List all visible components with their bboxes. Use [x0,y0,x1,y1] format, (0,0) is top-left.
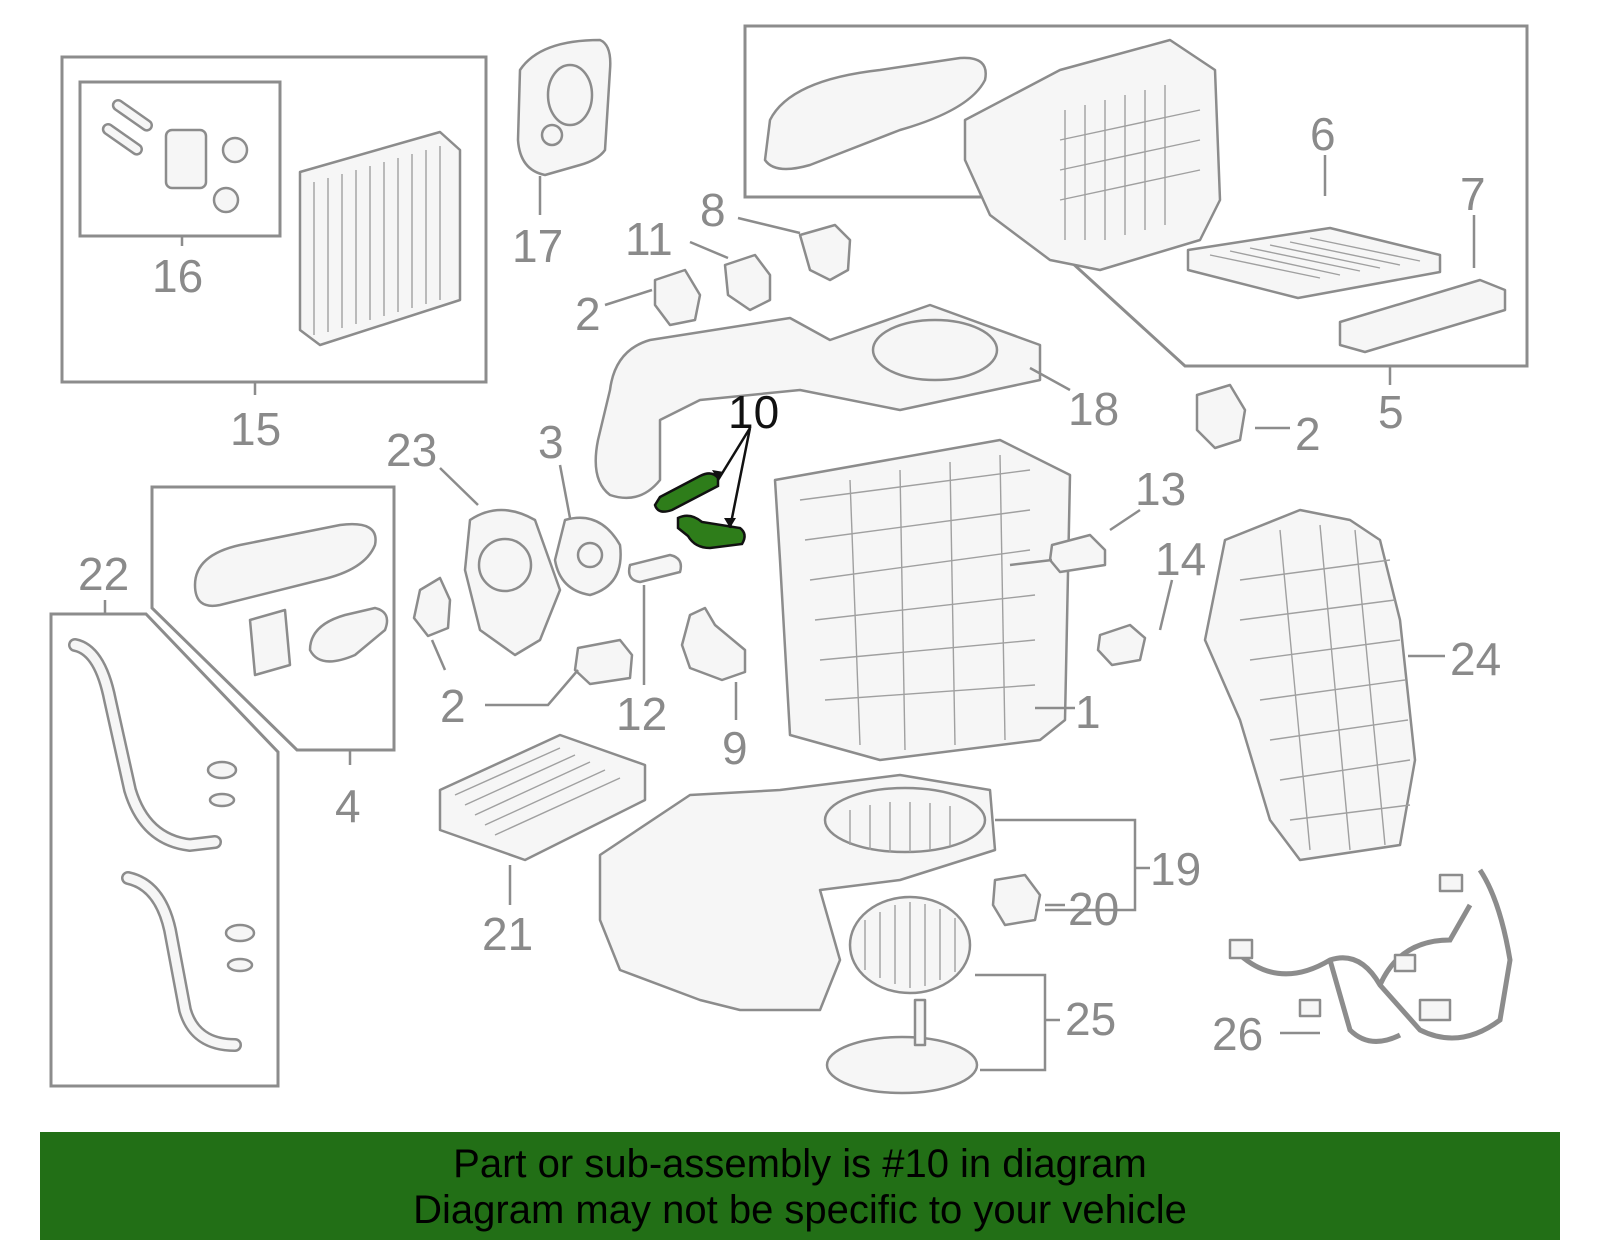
callout-15: 15 [230,403,281,455]
callout-5: 5 [1378,386,1404,438]
callout-8: 8 [700,184,726,236]
upper-case [963,38,1222,272]
callout-3: 3 [538,416,564,468]
callout-19: 19 [1150,843,1201,895]
part-8-sensor [737,216,852,282]
part-2-actuator-a [604,268,702,327]
callout-21: 21 [482,908,533,960]
part-9-lever [680,606,747,720]
group-15-box [60,55,488,395]
callout-18: 18 [1068,383,1119,435]
callout-16: 16 [152,250,203,302]
part-24-case-half [1203,508,1445,862]
callout-6: 6 [1310,108,1336,160]
callout-4: 4 [335,780,361,832]
part-3-motor [553,464,622,597]
callout-labels: 1 2 2 2 3 4 5 6 7 8 9 10 11 12 13 14 15 … [78,108,1501,1060]
part-1-hvac-case [773,438,1075,762]
exploded-parts-diagram: 1 2 2 2 3 4 5 6 7 8 9 10 11 12 13 14 15 … [49,24,1529,1095]
callout-13: 13 [1135,463,1186,515]
callout-2-c: 2 [440,680,466,732]
callout-1: 1 [1075,686,1101,738]
callout-26: 26 [1212,1008,1263,1060]
part-2-actuator-c [412,576,452,671]
part-21-heater-core [438,733,647,905]
callout-10: 10 [728,386,779,438]
banner-line-2: Diagram may not be specific to your vehi… [413,1188,1187,1232]
part-14-sensor [1096,579,1174,667]
callout-22: 22 [78,548,129,600]
part-17-gasket [516,38,612,215]
callout-17: 17 [512,220,563,272]
part-2-actuator-d [485,638,634,707]
part-13-sensor [1009,508,1141,574]
part-26-harness [1228,868,1513,1044]
callout-2-b: 2 [1295,408,1321,460]
part-11-bracket [689,240,772,312]
banner-line-1: Part or sub-assembly is #10 in diagram [453,1142,1147,1186]
part-10-link-arms [653,427,752,550]
part-23-actuator [439,467,562,657]
part-2-actuator-b [1195,383,1290,450]
evaporator-core [298,130,462,347]
callout-7: 7 [1460,168,1486,220]
callout-12: 12 [616,688,667,740]
callout-2-a: 2 [575,288,601,340]
cabin-filter [1186,226,1442,300]
callout-25: 25 [1065,993,1116,1045]
group-5-box [743,24,1529,385]
callout-24: 24 [1450,633,1501,685]
notice-banner: Part or sub-assembly is #10 in diagram D… [40,1132,1560,1240]
callout-14: 14 [1155,533,1206,585]
callout-9: 9 [722,722,748,774]
callout-20: 20 [1068,883,1119,935]
group-22-box [49,600,280,1088]
callout-23: 23 [386,424,437,476]
group-4-box [150,485,396,765]
callout-11: 11 [625,213,673,265]
part-12-shaft [627,553,683,685]
part-19-lower-case [598,773,1150,1012]
part-18-housing-top [594,303,1071,500]
part-25-blower [825,895,1060,1095]
part-20-resistor [991,873,1065,927]
